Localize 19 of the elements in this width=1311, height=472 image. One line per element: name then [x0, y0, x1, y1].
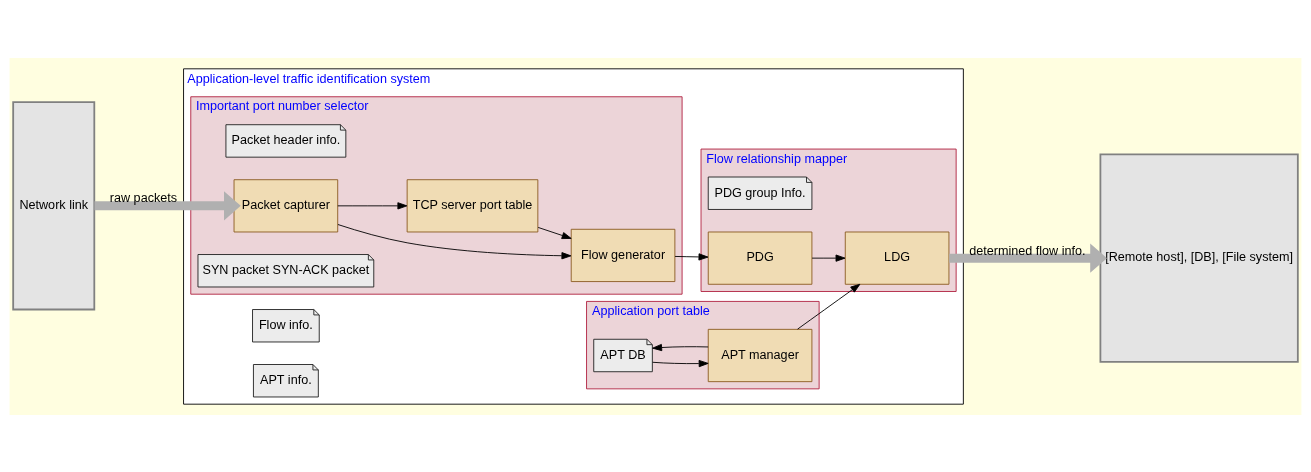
arrow	[652, 359, 709, 367]
edge-label: raw packets	[109, 190, 178, 205]
arrow	[537, 226, 572, 239]
node-box: APT manager	[707, 328, 813, 382]
node-box: [Remote host], [DB], [File system]	[1099, 153, 1299, 363]
node-box: Flow generator	[570, 228, 676, 282]
arrow	[652, 343, 709, 351]
node-box: LDG	[844, 231, 950, 285]
arrow	[674, 252, 709, 261]
edge-label: determined flow info.	[969, 243, 1086, 258]
arrow	[797, 283, 861, 330]
arrow	[94, 190, 241, 220]
arrow	[337, 201, 408, 209]
node-box: Packet capturer	[233, 178, 339, 232]
node-box: Network link	[12, 100, 96, 310]
arrow	[949, 242, 1107, 273]
node-box: PDG	[707, 231, 813, 285]
node-box: TCP server port table	[406, 178, 539, 232]
arrow	[811, 254, 846, 262]
